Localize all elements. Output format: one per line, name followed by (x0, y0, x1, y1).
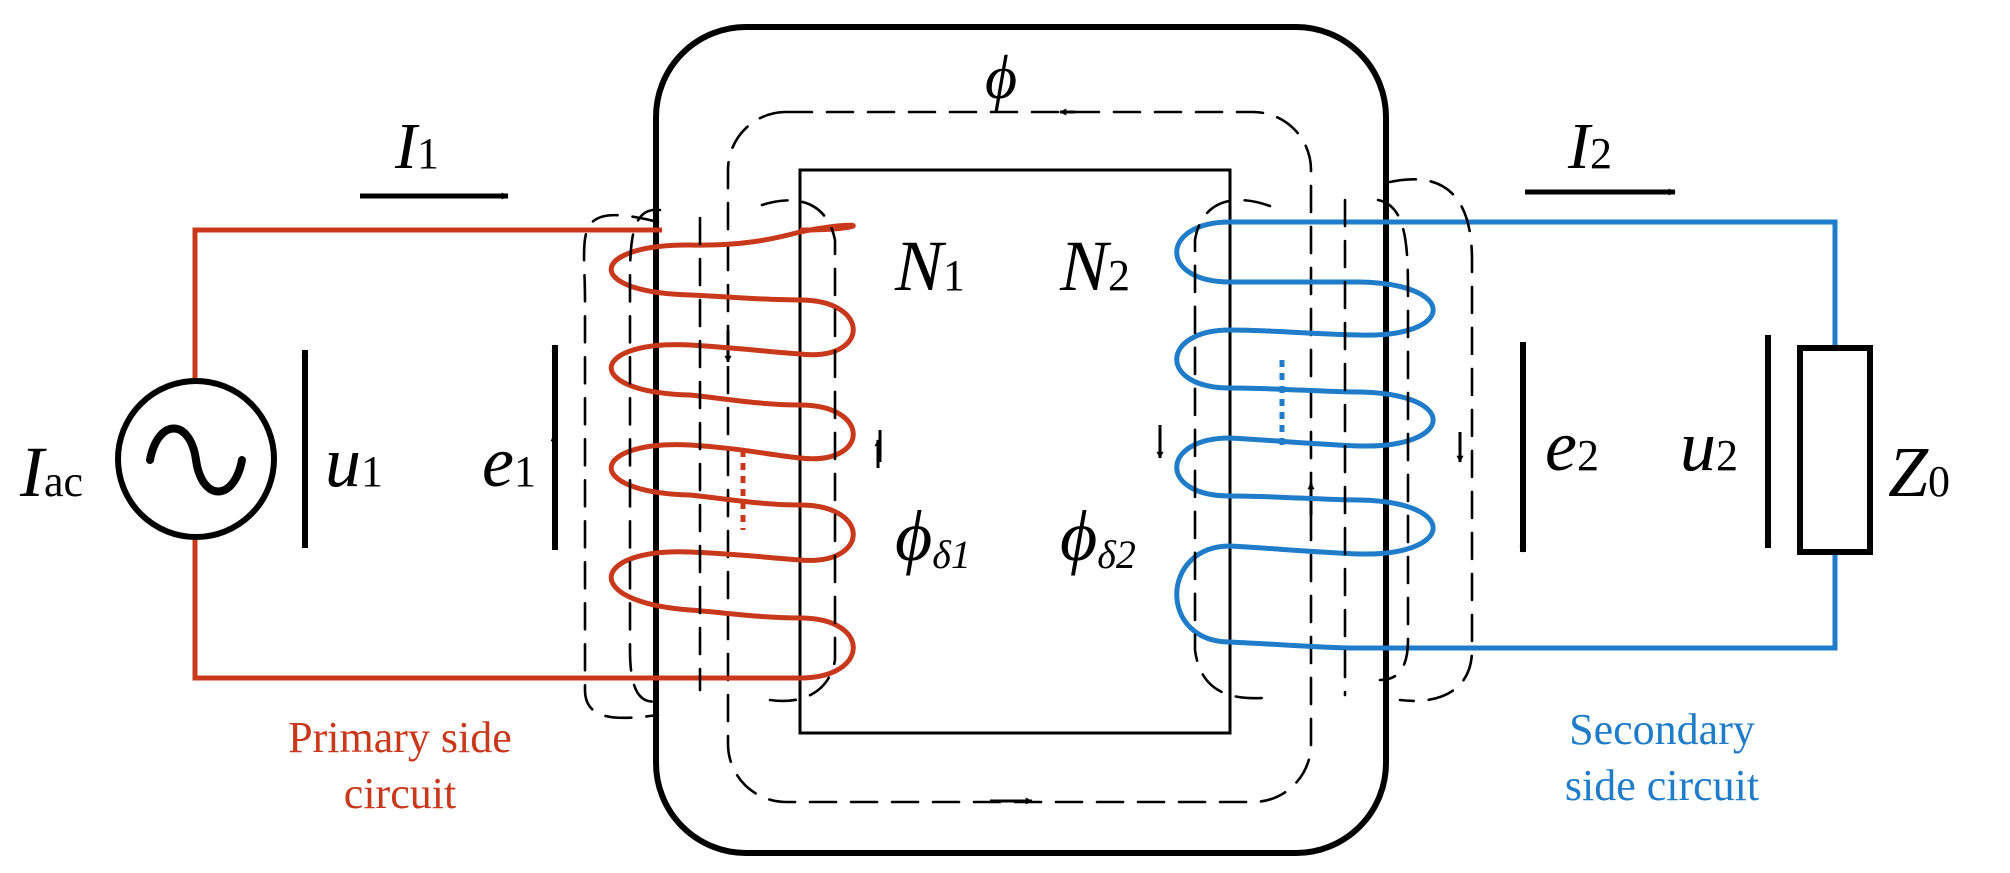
iac-label: Iac (19, 432, 83, 512)
secondary-caption-line1: Secondary (1569, 705, 1755, 754)
n2-label: N2 (1059, 226, 1130, 306)
secondary-circuit (1230, 219, 1838, 651)
core-outer (653, 24, 1389, 856)
primary-caption-line2: circuit (344, 769, 456, 818)
secondary-leak-outer (1388, 178, 1474, 703)
core-window (798, 168, 1232, 735)
u2-label: u2 (1680, 406, 1738, 486)
z0-label: Z0 (1888, 432, 1950, 512)
primary-winding (608, 222, 856, 681)
secondary-leak-outer-mid (1376, 198, 1410, 682)
flux-label: ϕ (985, 44, 1017, 112)
secondary-top-wire (1230, 219, 1838, 348)
secondary-leak-inner (1193, 198, 1272, 700)
n1-label: N1 (894, 226, 965, 306)
i2-label: I2 (1567, 110, 1612, 183)
secondary-caption-line2: side circuit (1565, 761, 1759, 810)
ac-source-icon (115, 378, 277, 540)
leak2-label: ϕδ2 (1060, 496, 1136, 577)
primary-bottom-wire (192, 538, 800, 681)
sine-wave-icon (146, 424, 246, 496)
primary-leak-outer-mid (628, 208, 664, 703)
primary-circuit (192, 227, 800, 681)
primary-caption-line1: Primary side (288, 713, 512, 762)
load-impedance-icon (1797, 345, 1873, 555)
e2-label: e2 (1545, 406, 1599, 486)
primary-leak-inner (760, 199, 837, 703)
i1-label: I1 (394, 110, 439, 183)
e1-label: e1 (482, 422, 536, 502)
secondary-bottom-wire (1355, 552, 1838, 651)
primary-leak-outer (582, 213, 660, 720)
secondary-winding (1174, 219, 1436, 651)
primary-top-wire (192, 227, 662, 380)
leak1-label: ϕδ1 (895, 496, 971, 577)
u1-label: u1 (325, 422, 383, 502)
